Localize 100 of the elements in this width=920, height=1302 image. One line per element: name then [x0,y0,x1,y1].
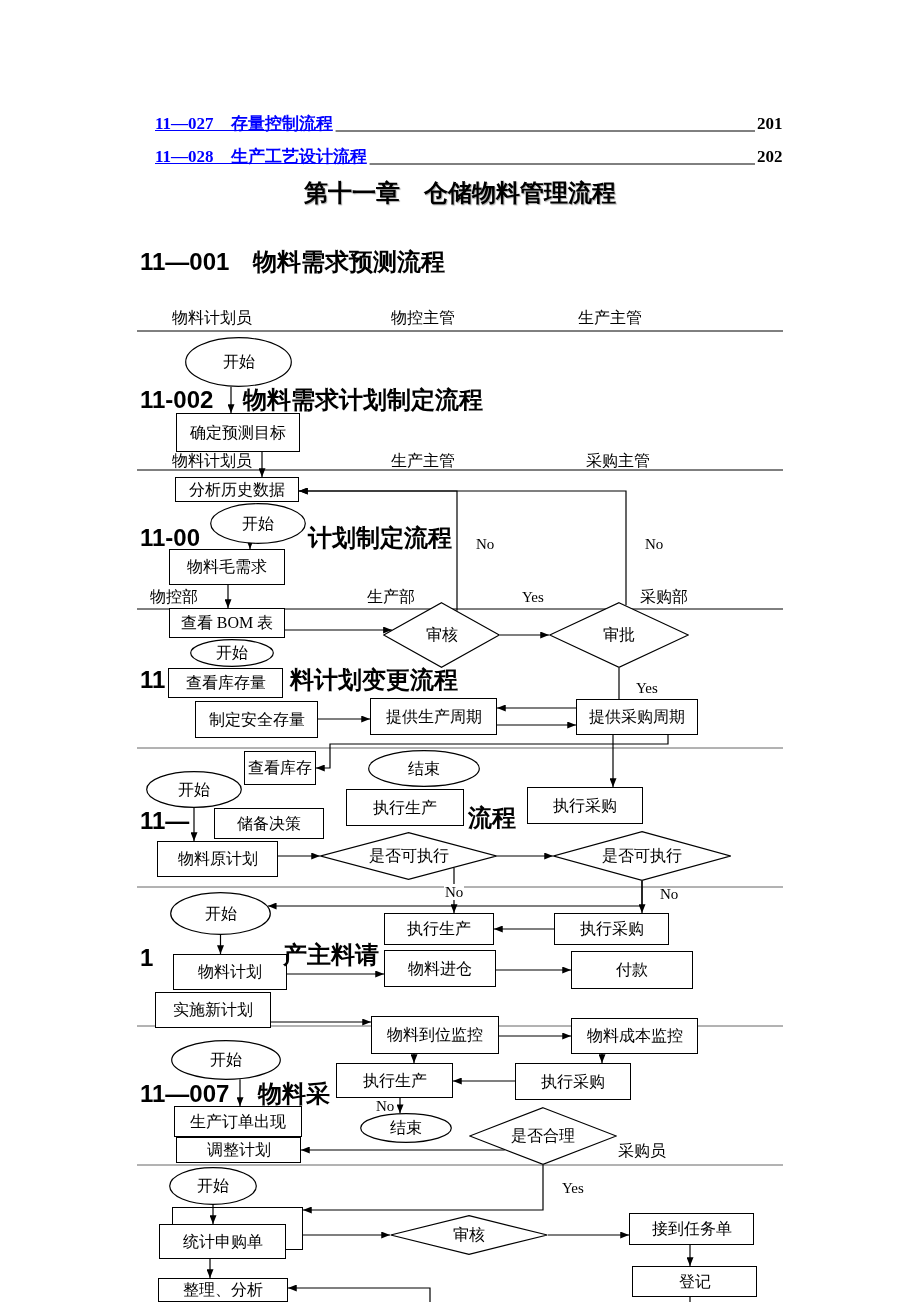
decision-diamond: 是否合理 [469,1107,617,1165]
arrow [286,970,385,978]
arrow [498,1032,572,1040]
section-heading: 11—001 物料需求预测流程 [140,250,446,274]
arrow [315,734,669,772]
arrow [493,925,555,933]
chapter-title: 第十一章 仓储物料管理流程 [304,180,616,206]
process-box: 储备决策 [214,808,324,839]
arrow [452,1077,516,1085]
process-box: 提供生产周期 [370,698,497,735]
arrow [277,852,321,860]
arrow [396,1097,404,1114]
process-box: 执行采购 [554,913,669,945]
edge-label: No [476,536,495,552]
decision-diamond: 审核 [390,1215,548,1255]
section-heading: 流程 [468,806,516,830]
process-box: 执行生产 [346,789,464,826]
section-heading: 11 [140,668,166,692]
edge-label: No [376,1098,395,1114]
terminal-oval: 开始 [185,337,292,387]
arrow [227,386,235,414]
terminal-oval: 开始 [190,639,274,667]
arrow [236,1078,244,1107]
terminal-oval: 开始 [170,892,271,935]
process-box: 查看库存量 [168,668,283,698]
arrow [499,631,550,639]
process-box: 调整计划 [176,1137,301,1163]
lane-header: 生产主管 [391,453,455,469]
edge-label: Yes [636,680,658,696]
process-box: 生产订单出现 [174,1106,302,1137]
arrow [609,734,617,788]
process-box: 接到任务单 [629,1213,754,1245]
lane-header: 物控主管 [391,310,455,326]
process-box: 物料成本监控 [571,1018,698,1054]
page-number: 201 [757,115,783,132]
decision-diamond: 是否可执行 [553,831,731,881]
arrow [206,1258,214,1279]
arrow [496,852,554,860]
process-box: 提供采购周期 [576,699,698,735]
arrow [217,934,224,955]
arrow [224,584,232,609]
process-box: 确定预测目标 [176,413,300,452]
edge-label: No [645,536,664,552]
section-heading: 11—007 [140,1082,230,1106]
decision-diamond: 是否可执行 [320,832,497,880]
arrow [598,1053,606,1064]
section-heading: 料计划变更流程 [290,668,458,692]
page-number: 202 [757,148,783,165]
section-heading: 物料采 [258,1082,330,1106]
process-box: 物料进仓 [384,950,496,987]
process-box: 制定安全存量 [195,701,318,738]
arrow [686,1244,694,1267]
edge-label: No [444,884,465,900]
lane-header: 采购员 [618,1143,666,1159]
connector-line [689,1296,691,1302]
lane-header: 采购部 [640,589,688,605]
terminal-oval: 开始 [146,771,242,808]
process-box: 物料毛需求 [169,549,285,585]
terminal-oval: 开始 [171,1040,281,1080]
process-box: 登记 [632,1266,757,1297]
connector-line [618,667,620,700]
arrow [300,1146,506,1154]
section-heading: 计划制定流程 [308,526,452,550]
process-box: 物料到位监控 [371,1016,499,1054]
arrow [209,1204,217,1225]
lane-header: 物料计划员 [172,453,252,469]
arrow [258,451,266,478]
process-box: 整理、分析 [158,1278,288,1302]
arrow [496,721,577,729]
arrow [287,1284,431,1302]
lane-header: 生产部 [367,589,415,605]
arrow [495,966,572,974]
arrow [267,880,643,910]
process-box: 执行采购 [527,787,643,824]
section-heading: 11-002 [140,388,214,412]
arrow [284,626,393,634]
edge-label: No [660,886,679,902]
section-heading: 物料需求计划制定流程 [243,388,483,412]
process-box: 查看 BOM 表 [169,608,285,638]
lane-header: 生产主管 [578,310,642,326]
section-heading: 11-00 [140,526,201,550]
process-box: 物料原计划 [157,841,278,877]
arrow [190,807,198,842]
process-box: 执行采购 [515,1063,631,1100]
arrow [298,487,627,606]
arrow [547,1231,630,1239]
edge-label: Yes [522,589,544,605]
terminal-oval: 开始 [210,503,306,544]
edge-label: Yes [562,1180,584,1196]
toc-link: 11—027 存量控制流程 [155,115,333,132]
section-heading: 11— [140,809,190,833]
terminal-oval: 开始 [169,1167,257,1205]
process-box: 查看库存 [244,751,316,785]
toc-link: 11—028 生产工艺设计流程 [155,148,367,165]
section-heading: 1 [140,946,154,970]
process-box: 实施新计划 [155,992,271,1028]
terminal-oval: 结束 [360,1113,452,1143]
process-box: 付款 [571,951,693,989]
arrow [302,1231,391,1239]
process-box: 执行生产 [384,913,494,945]
